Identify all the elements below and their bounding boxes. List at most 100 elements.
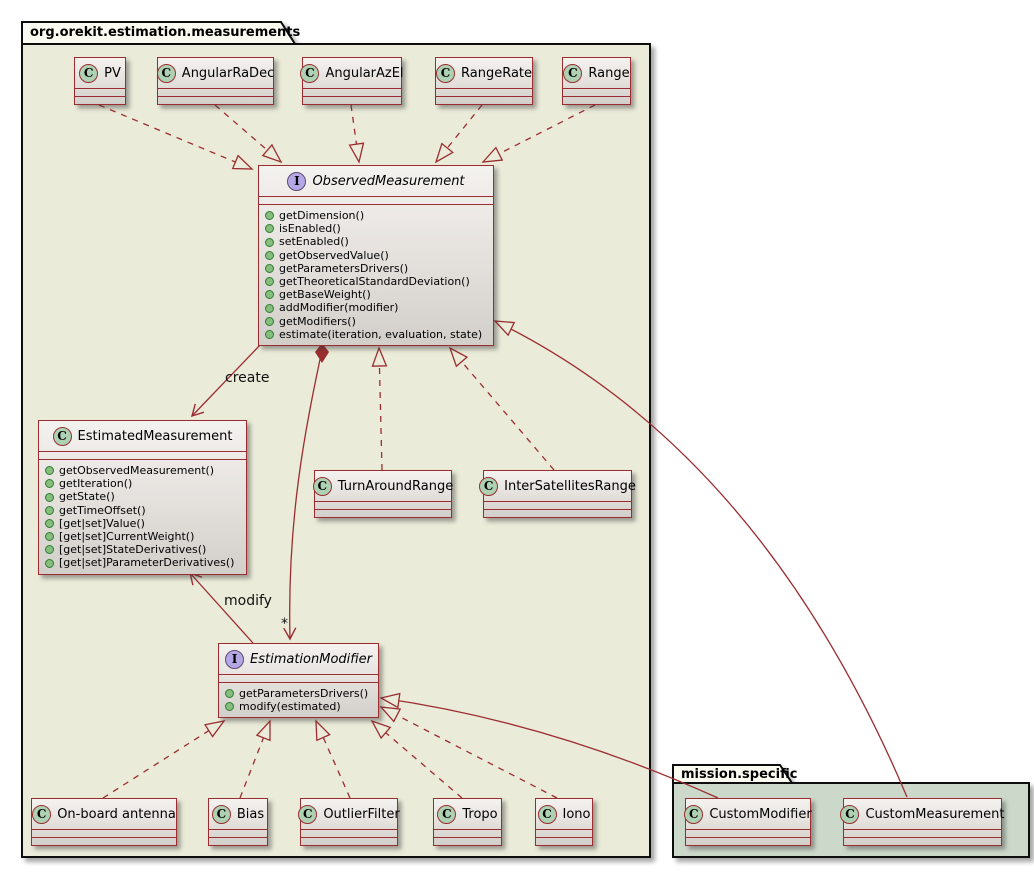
public-method-icon: [45, 505, 54, 515]
method-item: [get|set]Value(): [45, 517, 240, 530]
class-icon: C: [537, 804, 557, 824]
edge-label-multiplicity-star: *: [281, 616, 288, 632]
fields-compartment: [209, 829, 267, 837]
method-item: getParametersDrivers(): [265, 262, 487, 275]
method-item: [get|set]CurrentWeight(): [45, 530, 240, 543]
interface-name: EstimationModifier: [250, 651, 373, 667]
methods-compartment: [209, 837, 267, 845]
interface-icon: I: [225, 649, 244, 669]
method-item: modify(estimated): [225, 700, 372, 713]
class-angularazel[interactable]: C AngularAzEl: [300, 57, 404, 105]
public-method-icon: [265, 329, 274, 339]
class-header: C AngularRaDec: [156, 58, 274, 88]
method-label: addModifier(modifier): [279, 301, 399, 315]
method-label: getObservedValue(): [279, 248, 389, 262]
edge-rangerate-observedmeasurement: [434, 104, 483, 164]
class-custommodifier[interactable]: C CustomModifier: [684, 798, 812, 846]
edge-range-observedmeasurement: [481, 104, 596, 163]
public-method-icon: [45, 545, 54, 555]
class-bias[interactable]: C Bias: [208, 798, 268, 846]
public-method-icon: [265, 237, 274, 247]
method-item: getState(): [45, 490, 240, 503]
public-method-icon: [265, 224, 274, 234]
method-label: getState(): [59, 490, 115, 504]
fields-compartment: [686, 829, 810, 837]
fields-compartment: [844, 829, 1001, 837]
class-iono[interactable]: C Iono: [535, 798, 593, 846]
class-angularradec[interactable]: C AngularRaDec: [156, 57, 274, 105]
class-estimatedmeasurement[interactable]: C EstimatedMeasurement getObservedMeasur…: [38, 420, 247, 575]
fields-compartment: [158, 88, 273, 96]
methods-compartment: [75, 96, 125, 104]
class-range[interactable]: C Range: [562, 57, 631, 105]
method-item: estimate(iteration, evaluation, state): [265, 328, 487, 341]
fields-compartment: [259, 196, 493, 204]
public-method-icon: [265, 290, 274, 300]
package-title-main: org.orekit.estimation.measurements: [30, 25, 301, 40]
class-header: C CustomMeasurement: [840, 799, 1005, 829]
class-name: CustomModifier: [709, 806, 812, 822]
method-item: getTheoreticalStandardDeviation(): [265, 275, 487, 288]
edge-pv-observedmeasurement: [98, 104, 254, 170]
fields-compartment: [303, 88, 401, 96]
method-label: getTimeOffset(): [59, 503, 146, 517]
class-icon: C: [32, 804, 52, 824]
method-label: modify(estimated): [239, 700, 341, 714]
method-item: getIteration(): [45, 477, 240, 490]
method-item: setEnabled(): [265, 235, 487, 248]
method-label: getTheoreticalStandardDeviation(): [279, 275, 470, 289]
method-label: [get|set]StateDerivatives(): [59, 543, 207, 557]
interface-observedmeasurement[interactable]: I ObservedMeasurement getDimension() isE…: [258, 165, 494, 347]
edge-tropo-estimationmodifier: [370, 719, 463, 799]
public-method-icon: [45, 532, 54, 542]
method-label: [get|set]ParameterDerivatives(): [59, 556, 235, 570]
class-header: C EstimatedMeasurement: [39, 421, 246, 451]
interface-estimationmodifier[interactable]: I EstimationModifier getParametersDriver…: [218, 643, 379, 719]
class-header: C InterSatellitesRange: [479, 471, 636, 501]
method-label: getModifiers(): [279, 314, 356, 328]
methods-compartment: [32, 837, 176, 845]
method-label: [get|set]Value(): [59, 516, 145, 530]
method-item: [get|set]ParameterDerivatives(): [45, 556, 240, 569]
method-item: getBaseWeight(): [265, 288, 487, 301]
methods-compartment: getDimension() isEnabled() setEnabled() …: [259, 204, 493, 345]
fields-compartment: [301, 829, 397, 837]
class-header: C CustomModifier: [684, 799, 812, 829]
public-method-icon: [45, 558, 54, 568]
class-rangerate[interactable]: C RangeRate: [435, 57, 533, 105]
class-header: C Range: [563, 58, 630, 88]
class-outlierfilter[interactable]: C OutlierFilter: [298, 798, 400, 846]
class-icon: C: [52, 426, 72, 446]
class-name: Tropo: [462, 806, 498, 822]
class-header: C TurnAroundRange: [312, 471, 453, 501]
class-custommeasurement[interactable]: C CustomMeasurement: [840, 798, 1005, 846]
public-method-icon: [265, 277, 274, 287]
class-icon: C: [211, 804, 231, 824]
class-name: PV: [104, 65, 121, 81]
edge-outlierfilter-estimationmodifier: [315, 719, 351, 799]
class-turnaroundrange[interactable]: C TurnAroundRange: [312, 470, 453, 518]
class-header: C OutlierFilter: [298, 799, 400, 829]
composition-diamond: [315, 343, 329, 363]
methods-compartment: [158, 96, 273, 104]
public-method-icon: [225, 689, 234, 699]
class-icon: C: [79, 63, 99, 83]
class-onboardantenna[interactable]: C On-board antenna: [31, 798, 177, 846]
class-intersatellitesrange[interactable]: C InterSatellitesRange: [479, 470, 636, 518]
method-item: getParametersDrivers(): [225, 687, 372, 700]
class-icon: C: [312, 476, 332, 496]
class-icon: C: [684, 804, 704, 824]
class-tropo[interactable]: C Tropo: [433, 798, 502, 846]
class-icon: C: [479, 476, 499, 496]
edge-modify: [189, 571, 254, 644]
class-icon: C: [156, 63, 176, 83]
method-item: [get|set]StateDerivatives(): [45, 543, 240, 556]
method-label: estimate(iteration, evaluation, state): [279, 327, 483, 341]
class-name: On-board antenna: [57, 806, 176, 822]
methods-compartment: [303, 96, 401, 104]
method-label: getBaseWeight(): [279, 288, 371, 302]
edge-angularazel-observedmeasurement: [348, 104, 365, 164]
class-pv[interactable]: C PV: [74, 57, 126, 105]
fields-compartment: [219, 674, 378, 682]
method-label: [get|set]CurrentWeight(): [59, 530, 195, 544]
